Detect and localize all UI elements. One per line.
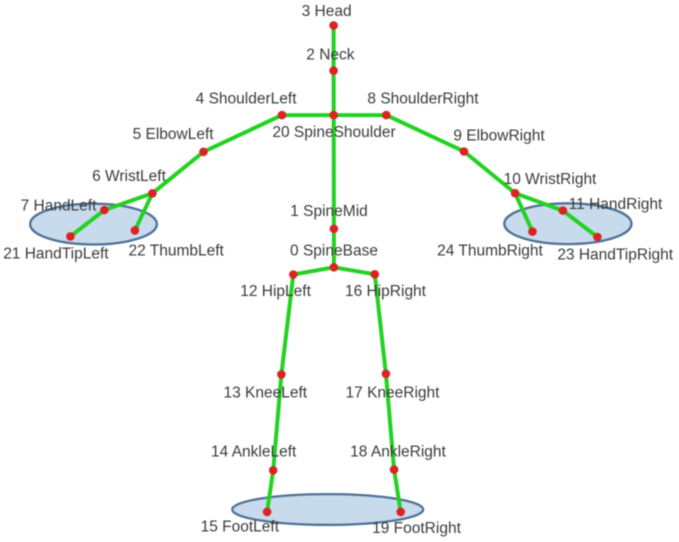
svg-text:0 SpineBase: 0 SpineBase xyxy=(290,243,378,260)
svg-text:24 ThumbRight: 24 ThumbRight xyxy=(437,243,543,260)
svg-text:1 SpineMid: 1 SpineMid xyxy=(290,203,368,220)
svg-text:10 WristRight: 10 WristRight xyxy=(504,171,597,188)
svg-text:15 FootLeft: 15 FootLeft xyxy=(201,519,280,536)
svg-text:20 SpineShoulder: 20 SpineShoulder xyxy=(272,124,395,141)
svg-text:9 ElbowRight: 9 ElbowRight xyxy=(453,128,545,145)
svg-text:8 ShoulderRight: 8 ShoulderRight xyxy=(367,91,479,108)
svg-text:22 ThumbLeft: 22 ThumbLeft xyxy=(129,243,225,260)
svg-text:18 AnkleRight: 18 AnkleRight xyxy=(350,444,446,461)
svg-text:2 Neck: 2 Neck xyxy=(306,47,354,64)
svg-text:14 AnkleLeft: 14 AnkleLeft xyxy=(211,443,297,460)
svg-text:17 KneeRight: 17 KneeRight xyxy=(346,385,441,402)
svg-text:13 KneeLeft: 13 KneeLeft xyxy=(223,385,307,402)
svg-text:4 ShoulderLeft: 4 ShoulderLeft xyxy=(196,90,298,107)
svg-text:16 HipRight: 16 HipRight xyxy=(345,283,427,300)
svg-text:3 Head: 3 Head xyxy=(302,3,352,20)
svg-text:21 HandTipLeft: 21 HandTipLeft xyxy=(3,246,109,263)
svg-text:6 WristLeft: 6 WristLeft xyxy=(92,168,166,185)
svg-text:12 HipLeft: 12 HipLeft xyxy=(240,283,311,300)
svg-text:19 FootRight: 19 FootRight xyxy=(372,520,461,537)
svg-text:5 ElbowLeft: 5 ElbowLeft xyxy=(133,126,215,143)
svg-text:7 HandLeft: 7 HandLeft xyxy=(21,198,98,215)
svg-text:11 HandRight: 11 HandRight xyxy=(569,196,663,213)
svg-text:23 HandTipRight: 23 HandTipRight xyxy=(557,247,673,264)
